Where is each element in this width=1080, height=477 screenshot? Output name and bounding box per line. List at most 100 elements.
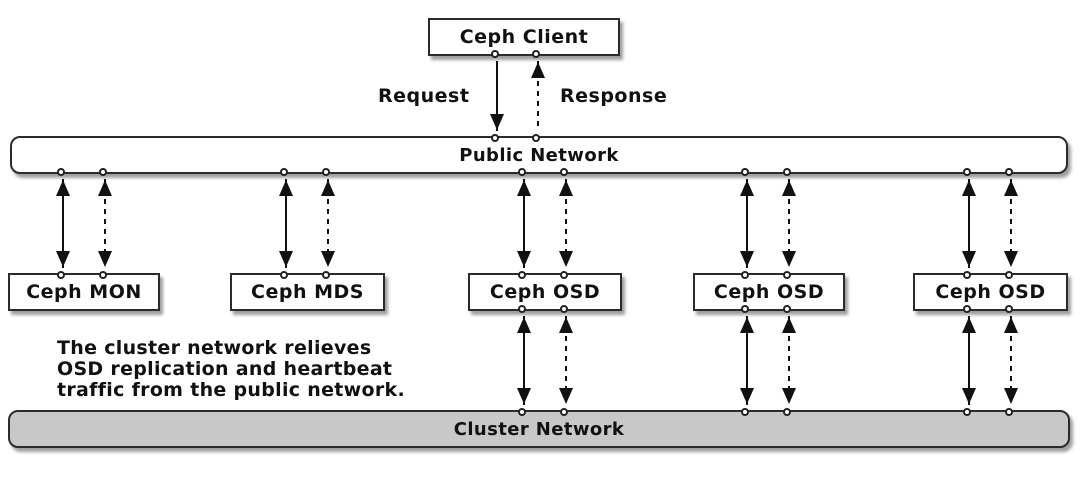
connector-ceph-osd-4-public-dashed [1004, 168, 1018, 279]
connection-point [518, 408, 526, 416]
connector-ceph-osd-4-public-dashed-line [1010, 179, 1012, 268]
connection-point [560, 305, 568, 313]
ceph-mon-label: Ceph MON [26, 281, 142, 303]
connector-ceph-mds-1-public-dashed-line [327, 179, 329, 268]
arrowhead-up [531, 62, 545, 78]
ceph-osd-box-3: Ceph OSD [913, 273, 1068, 311]
arrowhead-down [962, 251, 976, 267]
connection-point [532, 50, 540, 58]
connection-point [741, 271, 749, 279]
connector-ceph-osd-2-cluster-solid [517, 305, 531, 416]
connection-point [322, 168, 330, 176]
connection-point [963, 408, 971, 416]
connector-ceph-osd-4-cluster-solid-line [968, 316, 970, 405]
connection-point [963, 271, 971, 279]
connector-ceph-osd-4-cluster-solid [962, 305, 976, 416]
ceph-osd-label-1: Ceph OSD [489, 281, 601, 303]
ceph-osd-box-2: Ceph OSD [693, 273, 845, 311]
connector-ceph-osd-3-cluster-dashed-line [788, 316, 790, 405]
connection-point [280, 168, 288, 176]
arrowhead-up [98, 180, 112, 196]
cluster-network-bar: Cluster Network [8, 410, 1070, 448]
arrowhead-up [1004, 180, 1018, 196]
response-connector-line [537, 61, 539, 131]
connector-ceph-osd-3-public-dashed [782, 168, 796, 279]
connector-ceph-osd-2-public-dashed-line [565, 179, 567, 268]
connection-point [741, 168, 749, 176]
arrowhead-down [782, 388, 796, 404]
connection-point [783, 271, 791, 279]
ceph-client-box: Ceph Client [428, 18, 620, 56]
public-network-label: Public Network [459, 144, 619, 166]
arrowhead-down [279, 251, 293, 267]
connection-point [783, 305, 791, 313]
arrowhead-down [782, 251, 796, 267]
connection-point [99, 271, 107, 279]
connector-ceph-osd-2-public-dashed [559, 168, 573, 279]
ceph-mds-box: Ceph MDS [230, 273, 385, 311]
connection-point [532, 134, 540, 142]
connection-point [560, 168, 568, 176]
arrowhead-down [740, 251, 754, 267]
connector-ceph-osd-2-cluster-dashed-line [565, 316, 567, 405]
arrowhead-up [1004, 317, 1018, 333]
arrowhead-up [517, 180, 531, 196]
arrowhead-up [559, 180, 573, 196]
connection-point [57, 271, 65, 279]
connection-point [280, 271, 288, 279]
connection-point [741, 408, 749, 416]
connector-ceph-mon-0-public-solid [56, 168, 70, 279]
arrowhead-down [56, 251, 70, 267]
ceph-osd-label-3: Ceph OSD [935, 281, 1046, 303]
connection-point [560, 271, 568, 279]
cluster-network-note: The cluster network relieves OSD replica… [57, 337, 405, 401]
arrowhead-up [962, 317, 976, 333]
arrowhead-down [490, 114, 504, 130]
connection-point [518, 305, 526, 313]
connection-point [491, 134, 499, 142]
connector-ceph-osd-2-public-solid [517, 168, 531, 279]
arrowhead-up [782, 317, 796, 333]
connection-point [99, 168, 107, 176]
ceph-osd-label-2: Ceph OSD [713, 281, 825, 303]
arrowhead-up [517, 317, 531, 333]
connection-point [57, 168, 65, 176]
connector-ceph-osd-2-cluster-dashed [559, 305, 573, 416]
arrowhead-up [56, 180, 70, 196]
request-label: Request [378, 85, 470, 107]
arrowhead-down [517, 388, 531, 404]
connector-ceph-osd-2-public-solid-line [523, 179, 525, 268]
connector-ceph-mon-0-public-dashed [98, 168, 112, 279]
connector-ceph-mds-1-public-solid-line [285, 179, 287, 268]
connection-point [741, 305, 749, 313]
connector-ceph-osd-4-cluster-dashed-line [1010, 316, 1012, 405]
arrowhead-down [1004, 251, 1018, 267]
connection-point [963, 168, 971, 176]
connection-point [560, 408, 568, 416]
cluster-network-label: Cluster Network [453, 418, 625, 440]
response-label: Response [560, 85, 668, 107]
request-connector [490, 50, 504, 142]
connector-ceph-osd-4-public-solid-line [968, 179, 970, 268]
ceph-mds-label: Ceph MDS [251, 281, 364, 303]
arrowhead-down [517, 251, 531, 267]
connection-point [491, 50, 499, 58]
arrowhead-down [559, 251, 573, 267]
connection-point [1005, 408, 1013, 416]
connector-ceph-osd-3-public-solid-line [746, 179, 748, 268]
connector-ceph-osd-4-public-solid [962, 168, 976, 279]
connection-point [1005, 168, 1013, 176]
connection-point [1005, 271, 1013, 279]
connection-point [518, 168, 526, 176]
connection-point [1005, 305, 1013, 313]
arrowhead-up [740, 180, 754, 196]
connector-ceph-mon-0-public-dashed-line [104, 179, 106, 268]
connection-point [322, 271, 330, 279]
response-connector [531, 50, 545, 142]
arrowhead-down [321, 251, 335, 267]
arrowhead-up [559, 317, 573, 333]
connection-point [783, 168, 791, 176]
ceph-client-label: Ceph Client [459, 26, 589, 48]
connection-point [963, 305, 971, 313]
